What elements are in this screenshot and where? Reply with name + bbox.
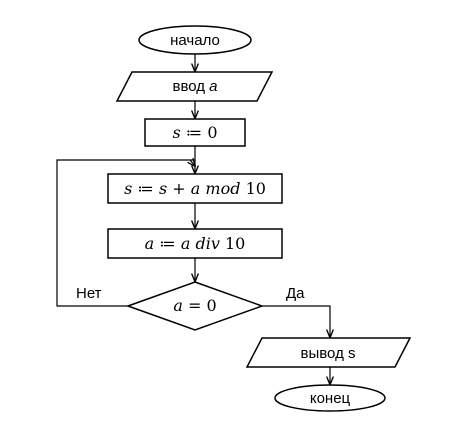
condition-block	[125, 281, 265, 331]
output-block	[245, 337, 412, 368]
start-terminator	[138, 25, 252, 55]
output-label: вывод s	[301, 345, 356, 362]
div-label: a ≔ a div 10	[145, 234, 246, 253]
sum-label: s ≔ s + a mod 10	[124, 179, 266, 198]
loop-back-arrow	[56, 159, 195, 307]
start-label: начало	[170, 32, 220, 49]
branch-no-label: Нет	[76, 285, 102, 302]
div-block	[107, 228, 283, 259]
init-block	[144, 118, 246, 147]
arrow-yes-to-output	[262, 305, 330, 337]
branch-yes-label: Да	[286, 285, 305, 302]
condition-label: a = 0	[173, 296, 216, 315]
input-block	[115, 71, 274, 102]
loop-back-arrowhead	[190, 160, 195, 166]
sum-block	[107, 173, 283, 204]
end-label: конец	[310, 390, 351, 407]
end-terminator	[274, 384, 386, 412]
input-label: ввод a	[172, 78, 217, 95]
init-label: s ≔ 0	[172, 123, 217, 142]
